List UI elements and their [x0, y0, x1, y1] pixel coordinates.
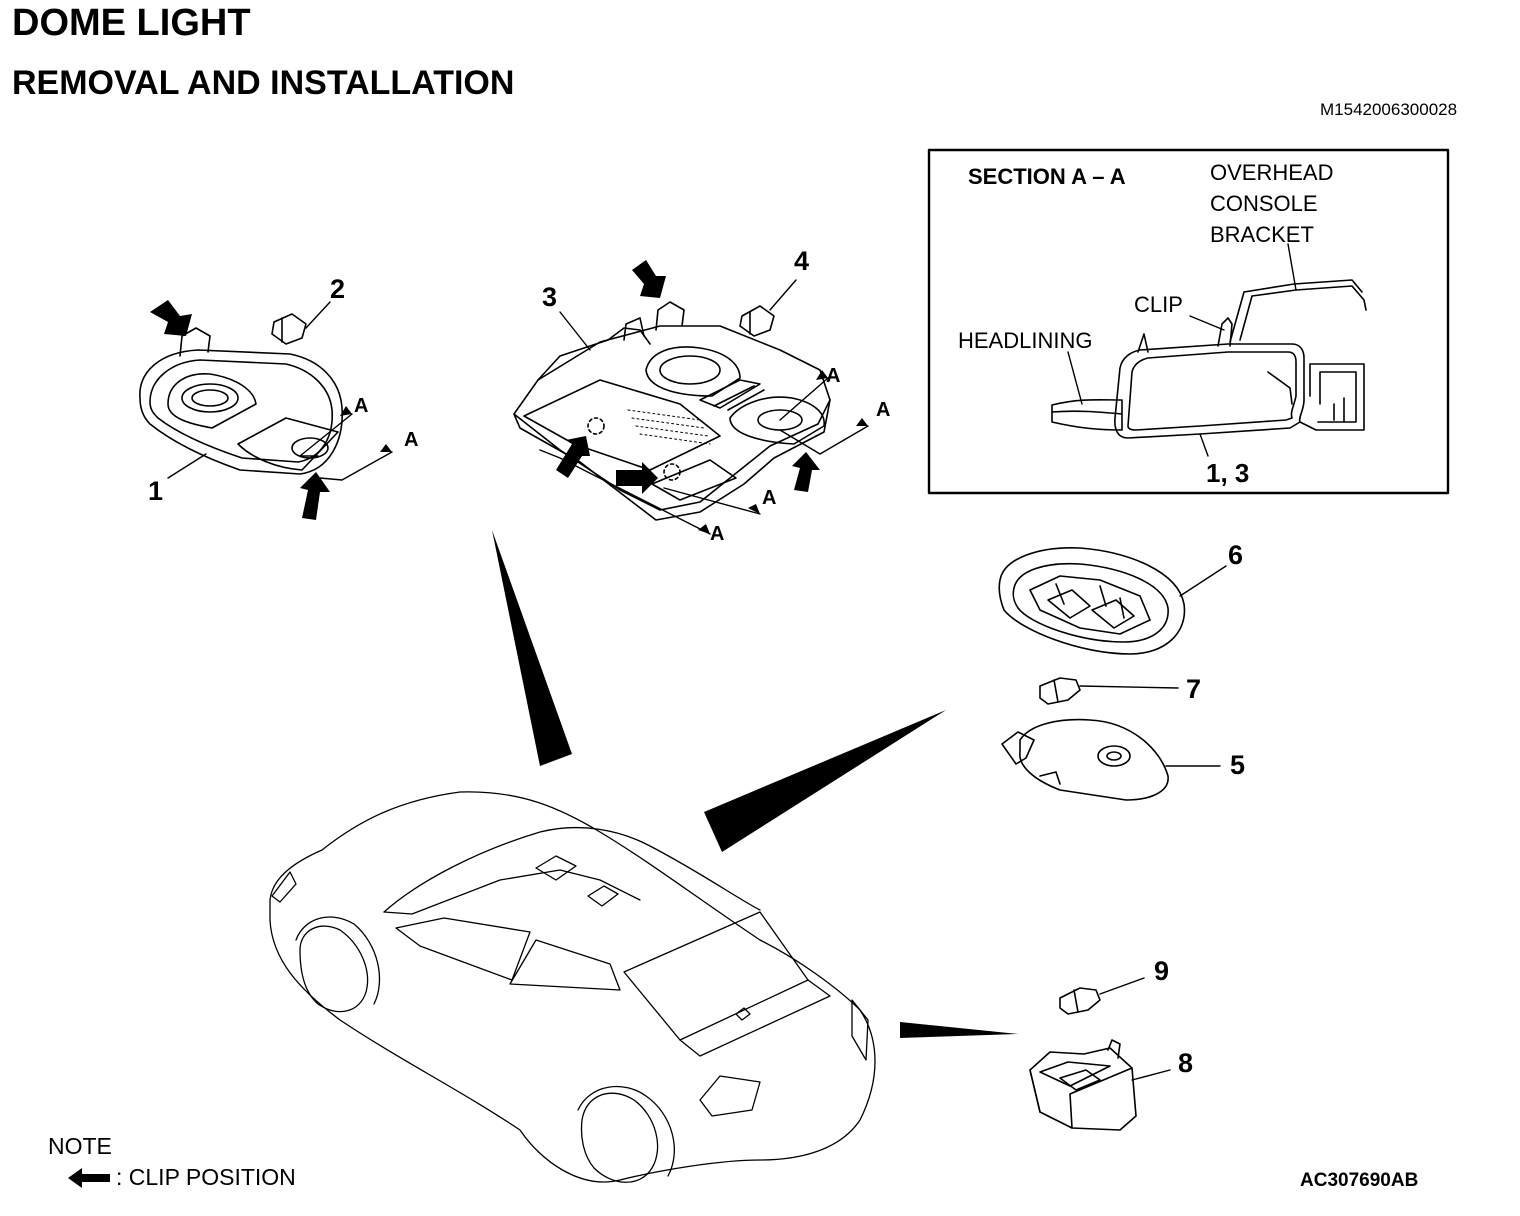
- figure-code: AC307690AB: [1300, 1170, 1419, 1191]
- arrowhead: [816, 370, 828, 380]
- clip-label: CLIP: [1134, 292, 1183, 317]
- section-marker-a: A: [876, 399, 890, 421]
- callout-3: 3: [542, 282, 557, 312]
- section-marker-a: A: [404, 429, 418, 451]
- lens-left: [167, 373, 257, 429]
- part-8-luggage-lamp: [1029, 1039, 1171, 1131]
- headlining-shape: [1051, 398, 1123, 431]
- page-title: DOME LIGHT: [12, 2, 251, 44]
- clip-tab: [179, 327, 211, 357]
- callout-7: 7: [1186, 674, 1201, 704]
- callout-4: 4: [794, 246, 809, 276]
- pointer-wedge-front: [492, 530, 572, 766]
- callout-1: 1: [148, 476, 163, 506]
- part-9-bulb: [1059, 977, 1145, 1015]
- headlining-label: HEADLINING: [958, 328, 1092, 353]
- section-marker-a: A: [710, 523, 724, 545]
- vehicle-outline: [269, 791, 876, 1183]
- part-4-bulb: [739, 279, 797, 337]
- note-heading: NOTE: [48, 1133, 112, 1159]
- callout-8: 8: [1178, 1048, 1193, 1078]
- callout-6: 6: [1228, 540, 1243, 570]
- part-6-lamp-frame: [998, 546, 1227, 655]
- part-1-dome-lamp: [139, 327, 393, 481]
- part-7-bulb: [1039, 677, 1179, 705]
- section-frame: [927, 148, 1450, 495]
- section-aa-inset: [927, 148, 1450, 495]
- section-marker-a: A: [354, 395, 368, 417]
- clip-position-label: : CLIP POSITION: [116, 1164, 296, 1190]
- part-5-lamp-housing: [1001, 718, 1221, 801]
- section-marker-a: A: [762, 487, 776, 509]
- part-3-overhead-console: [513, 301, 869, 535]
- lens-right: [237, 417, 339, 471]
- bracket-outline: [1239, 285, 1367, 341]
- clip-arrow-icon: [68, 1168, 110, 1188]
- clip-shape: [1217, 317, 1233, 347]
- section-title: SECTION A – A: [968, 164, 1126, 189]
- bracket-label-line2: CONSOLE: [1210, 191, 1318, 216]
- callout-5: 5: [1230, 750, 1245, 780]
- arrowhead: [856, 418, 868, 426]
- arrowhead: [380, 444, 392, 452]
- bracket-label-line3: BRACKET: [1210, 222, 1314, 247]
- callout-2: 2: [330, 274, 345, 304]
- section-marker-a: A: [826, 365, 840, 387]
- clip-arrows: [150, 260, 820, 520]
- parts-label: 1, 3: [1206, 458, 1249, 488]
- pointer-wedge-middle: [704, 710, 946, 852]
- page-subtitle: REMOVAL AND INSTALLATION: [12, 64, 515, 102]
- arrowhead: [748, 504, 760, 514]
- document-code: M1542006300028: [1320, 100, 1458, 119]
- pointer-wedge-rear: [900, 1022, 1018, 1038]
- bracket-label-line1: OVERHEAD: [1210, 160, 1333, 185]
- part-2-bulb: [271, 301, 331, 345]
- console-section-outline: [1114, 343, 1305, 439]
- arrowhead: [340, 406, 352, 416]
- arrowhead: [698, 524, 710, 534]
- callout-9: 9: [1154, 956, 1169, 986]
